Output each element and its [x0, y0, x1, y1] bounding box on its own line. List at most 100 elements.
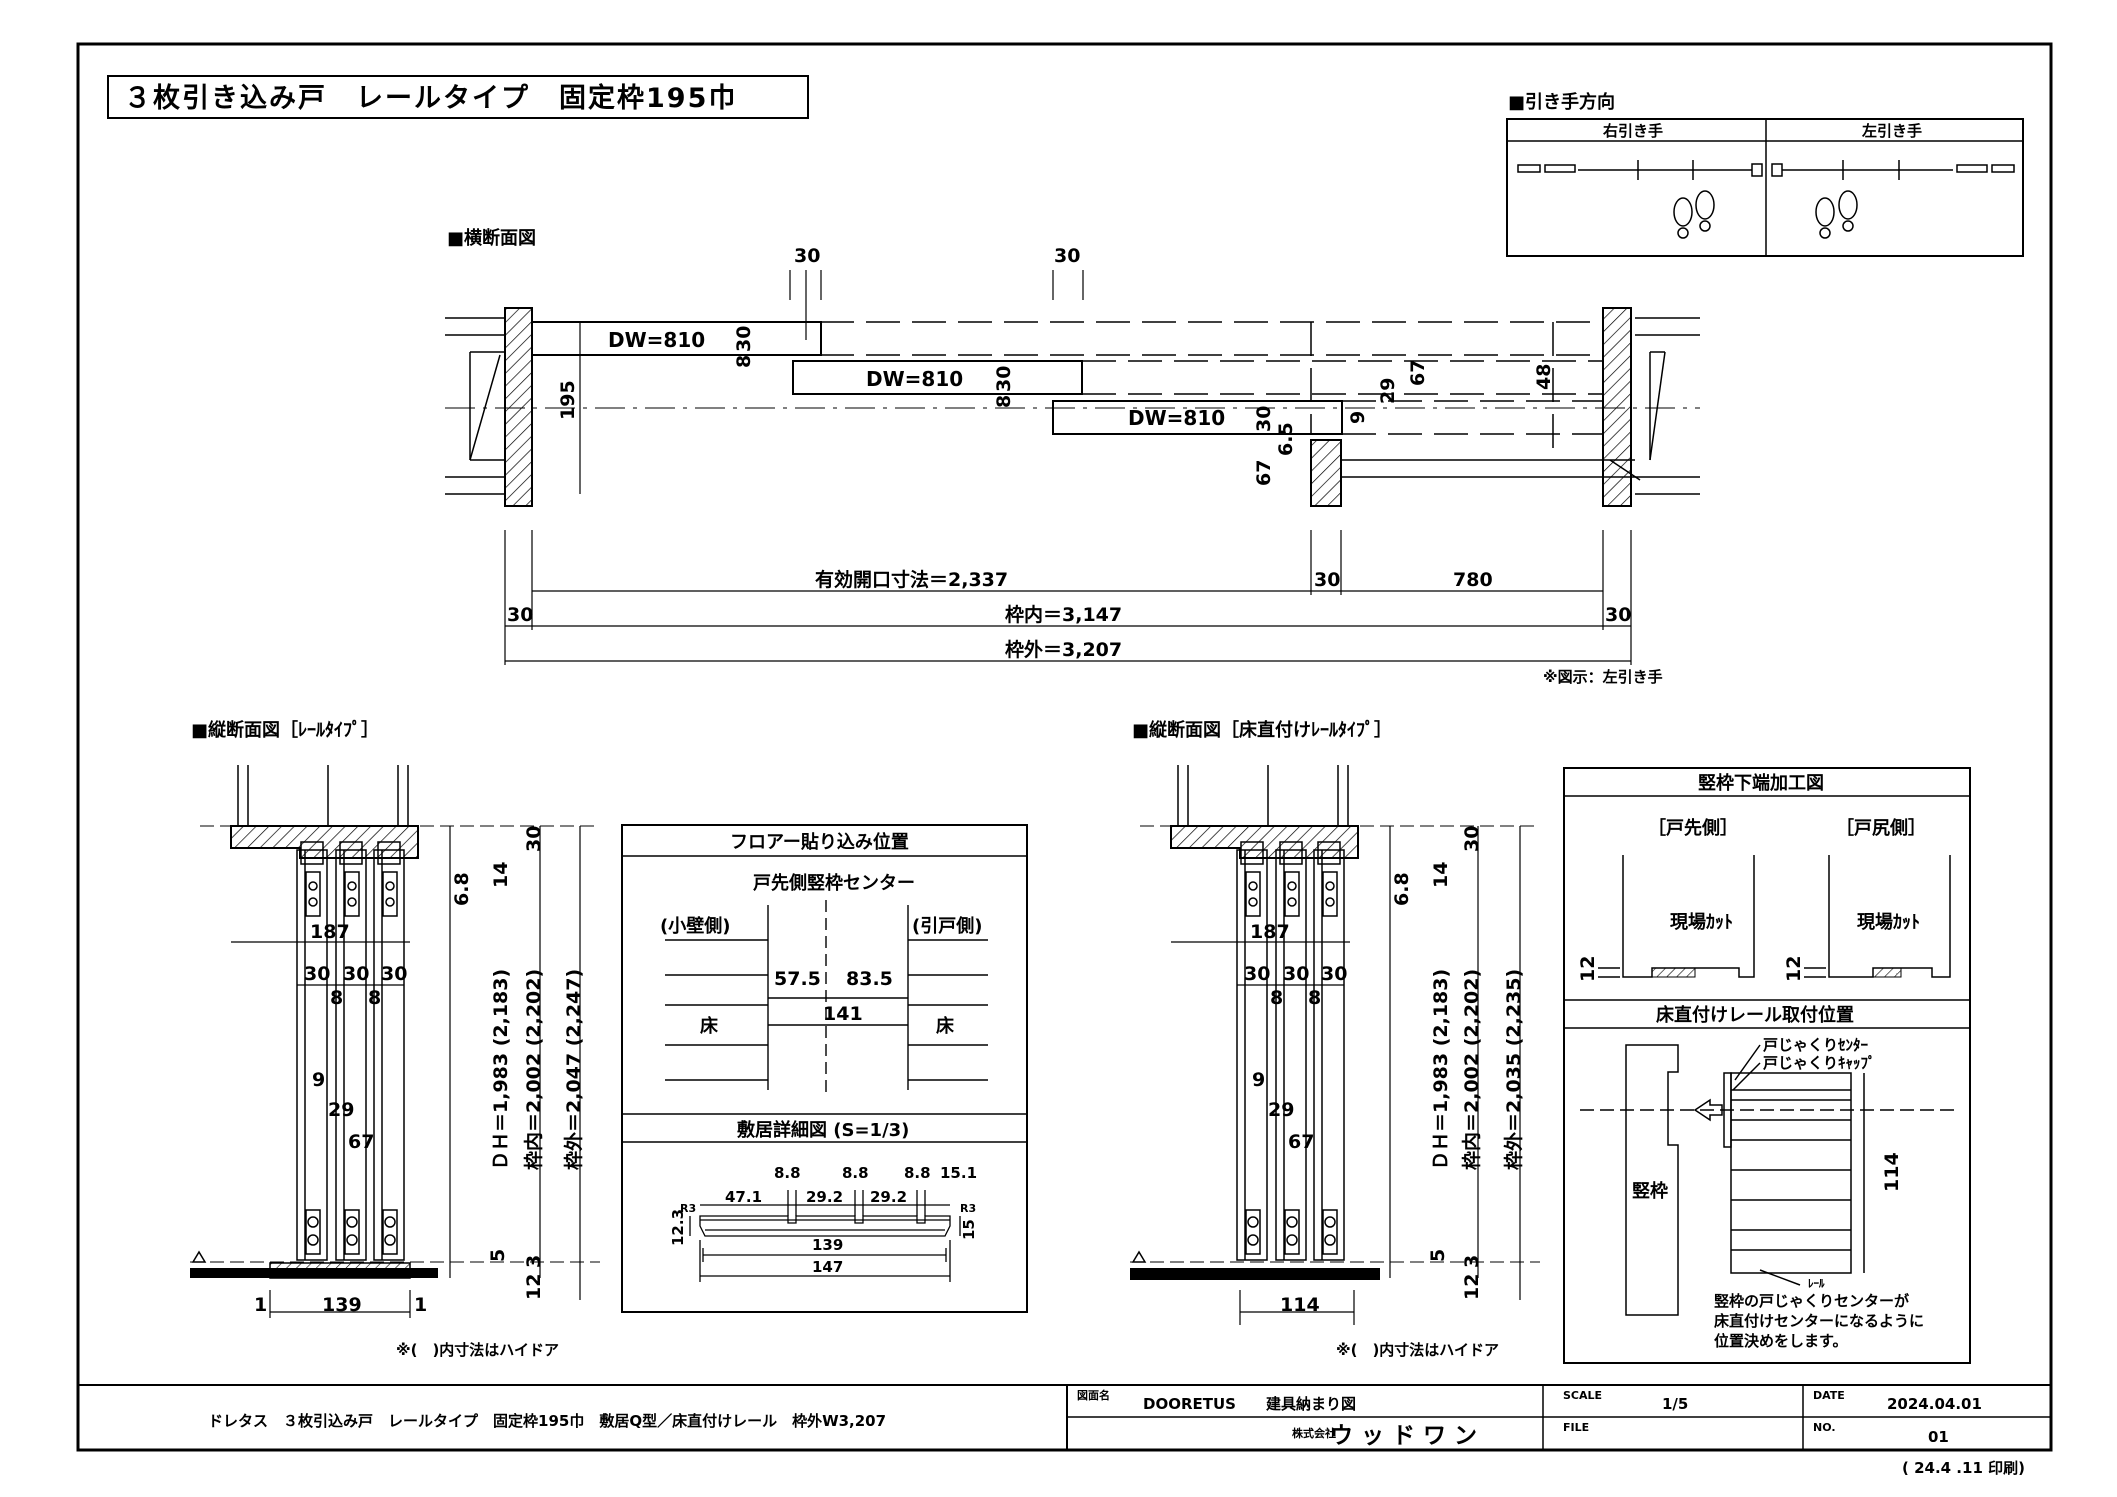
door-1-label: DW=810 — [608, 328, 705, 352]
floor-box-subheading: 戸先側竪枠センター — [753, 872, 915, 894]
no-value: 01 — [1928, 1428, 1949, 1446]
plan-view: ■横断面図 DW=810 DW=810 DW=810 — [445, 227, 1700, 686]
sl-frame-inner: 枠内＝2,002 (2,202) — [522, 969, 545, 1170]
sl-dh: ＤＨ＝1,983 (2,183) — [490, 969, 512, 1170]
sl-dim-30-b: 30 — [343, 963, 369, 985]
sr-dim-114: 114 — [1280, 1294, 1320, 1316]
no-label: NO. — [1813, 1421, 1836, 1434]
drawing-name-label: 図面名 — [1077, 1388, 1110, 1402]
door-tip-side-label: ［戸先側］ — [1648, 817, 1738, 839]
sill-dim-8-8-a: 8.8 — [774, 1164, 801, 1182]
jamb-box-heading: 竪枠下端加工図 — [1698, 772, 1824, 794]
sr-frame-inner: 枠内＝2,002 (2,202) — [1460, 969, 1483, 1170]
rail-cap-label: 戸じゃくりｷｬｯﾌﾟ — [1763, 1054, 1876, 1072]
right-handle-label: 右引き手 — [1603, 122, 1663, 140]
sr-note: ※( )内寸法はハイドア — [1336, 1341, 1499, 1359]
floor-position-box: フロアー貼り込み位置 戸先側竪枠センター (小壁側) (引戸側) 57.5 83… — [621, 824, 1028, 1313]
sr-dim-6-8: 6.8 — [1391, 872, 1413, 906]
sill-dim-139: 139 — [812, 1236, 843, 1254]
handle-direction-panel: ■引き手方向 右引き手 左引き手 — [1506, 91, 2024, 257]
plan-dim-8-1: 8 — [733, 355, 755, 368]
sr-dim-30-a: 30 — [1244, 963, 1270, 985]
rail-center-label: 戸じゃくりｾﾝﾀｰ — [1763, 1036, 1869, 1054]
effective-opening-dim: 有効開口寸法＝2,337 — [815, 568, 1008, 591]
floor-box-heading: フロアー貼り込み位置 — [730, 831, 909, 853]
section-left-heading: ■縦断面図［ﾚｰﾙﾀｲﾌﾟ］ — [191, 719, 379, 741]
dim-141: 141 — [823, 1003, 863, 1025]
sill-dim-12-3: 12.3 — [669, 1209, 687, 1246]
plan-frame-inner-dim: 枠内＝3,147 — [1005, 603, 1122, 626]
plan-dim-30-1: 30 — [733, 326, 755, 352]
sl-dim-139: 139 — [322, 1294, 362, 1316]
sill-dim-15-1: 15.1 — [940, 1164, 977, 1182]
plan-dim-30-b: 30 — [1054, 245, 1080, 267]
rail-label: ﾚｰﾙ — [1808, 1277, 1825, 1290]
sl-dim-30-top: 30 — [523, 826, 545, 852]
sill-r3-right: R3 — [960, 1202, 976, 1215]
sl-note: ※( )内寸法はハイドア — [396, 1341, 559, 1359]
sl-frame-outer: 枠外＝2,047 (2,247) — [562, 969, 585, 1170]
drawing-name: DOORETUS 建具納まり図 — [1143, 1395, 1356, 1413]
door-3 — [1052, 400, 1343, 435]
plan-note: ※図示：左引き手 — [1543, 668, 1663, 686]
door-2-label: DW=810 — [866, 367, 963, 391]
plan-dim-48: 48 — [1533, 364, 1555, 390]
plan-dim-6-5: 6.5 — [1275, 422, 1297, 456]
floor-left-label: 床 — [700, 1015, 719, 1037]
section-right: ■縦断面図［床直付けﾚｰﾙﾀｲﾌﾟ］ — [1130, 719, 1540, 1359]
file-label: FILE — [1563, 1421, 1589, 1434]
pull-door-label: (引戸側) — [912, 915, 982, 937]
drawing-title: ３枚引き込み戸 レールタイプ 固定枠195巾 — [124, 82, 737, 114]
sl-dim-9: 9 — [312, 1069, 325, 1091]
door-tail-side-label: ［戸尻側］ — [1836, 817, 1926, 839]
plan-dim-30-right: 30 — [1605, 604, 1631, 626]
sr-dim-8-a: 8 — [1270, 987, 1283, 1009]
sr-dim-9: 9 — [1252, 1069, 1265, 1091]
sl-dim-30-a: 30 — [304, 963, 330, 985]
rail-note-1: 竪枠の戸じゃくりセンターが — [1714, 1292, 1910, 1310]
sill-dim-15: 15 — [960, 1219, 978, 1240]
plan-dim-30-2: 30 — [993, 366, 1015, 392]
plan-frame-outer-dim: 枠外＝3,207 — [1005, 638, 1122, 661]
sr-dim-8-b: 8 — [1308, 987, 1321, 1009]
plan-dim-8-2: 8 — [993, 395, 1015, 408]
plan-heading: ■横断面図 — [447, 227, 536, 249]
title-frame — [107, 75, 809, 119]
small-wall-label: (小壁側) — [660, 915, 730, 937]
rail-dim-114: 114 — [1881, 1152, 1903, 1192]
rail-position-box: 床直付けレール取付位置 戸じゃくりｾﾝﾀｰ 戸じゃくりｷｬｯﾌﾟ 竪枠 114 … — [1564, 999, 1970, 1350]
sl-dim-3: 3 — [523, 1255, 545, 1268]
door-3-label: DW=810 — [1128, 406, 1225, 430]
left-handle-diagram — [1771, 160, 2015, 239]
sl-dim-29: 29 — [328, 1099, 354, 1121]
left-handle-label: 左引き手 — [1861, 122, 1922, 140]
rail-note-3: 位置決めをします。 — [1714, 1332, 1848, 1350]
sl-dim-1-left: 1 — [254, 1294, 267, 1316]
sl-dim-14: 14 — [490, 862, 512, 888]
plan-dim-9: 9 — [1347, 411, 1369, 424]
print-note: ( 24.4 .11 印刷) — [1902, 1459, 2025, 1477]
sr-dim-12: 12 — [1461, 1274, 1483, 1300]
jamb-processing-box: 竪枠下端加工図 ［戸先側］ ［戸尻側］ 現場ｶｯﾄ 現場ｶｯﾄ 12 12 — [1563, 767, 1971, 1364]
date-label: DATE — [1813, 1389, 1845, 1402]
sill-dim-47-1: 47.1 — [725, 1188, 762, 1206]
sill-r3-left: R3 — [680, 1202, 696, 1215]
site-cut-right: 現場ｶｯﾄ — [1857, 912, 1920, 933]
company-name: ウ ッ ド ワ ン — [1330, 1423, 1477, 1449]
scale-label: SCALE — [1563, 1389, 1602, 1402]
site-cut-left: 現場ｶｯﾄ — [1670, 912, 1733, 933]
sr-dim-29: 29 — [1268, 1099, 1294, 1121]
jamb-label: 竪枠 — [1632, 1180, 1668, 1202]
company-label: 株式会社 — [1292, 1426, 1336, 1440]
scale-value: 1/5 — [1662, 1395, 1688, 1413]
sl-dim-67: 67 — [348, 1131, 374, 1153]
rail-box-heading: 床直付けレール取付位置 — [1656, 1004, 1854, 1026]
sr-frame-outer: 枠外＝2,035 (2,235) — [1502, 969, 1525, 1170]
sl-dim-8-b: 8 — [368, 987, 381, 1009]
sl-dim-6-8: 6.8 — [451, 872, 473, 906]
sheet-border — [76, 42, 2053, 1452]
sill-dim-29-2-b: 29.2 — [870, 1188, 907, 1206]
plan-dim-195: 195 — [557, 380, 579, 420]
sr-dim-67: 67 — [1288, 1131, 1314, 1153]
